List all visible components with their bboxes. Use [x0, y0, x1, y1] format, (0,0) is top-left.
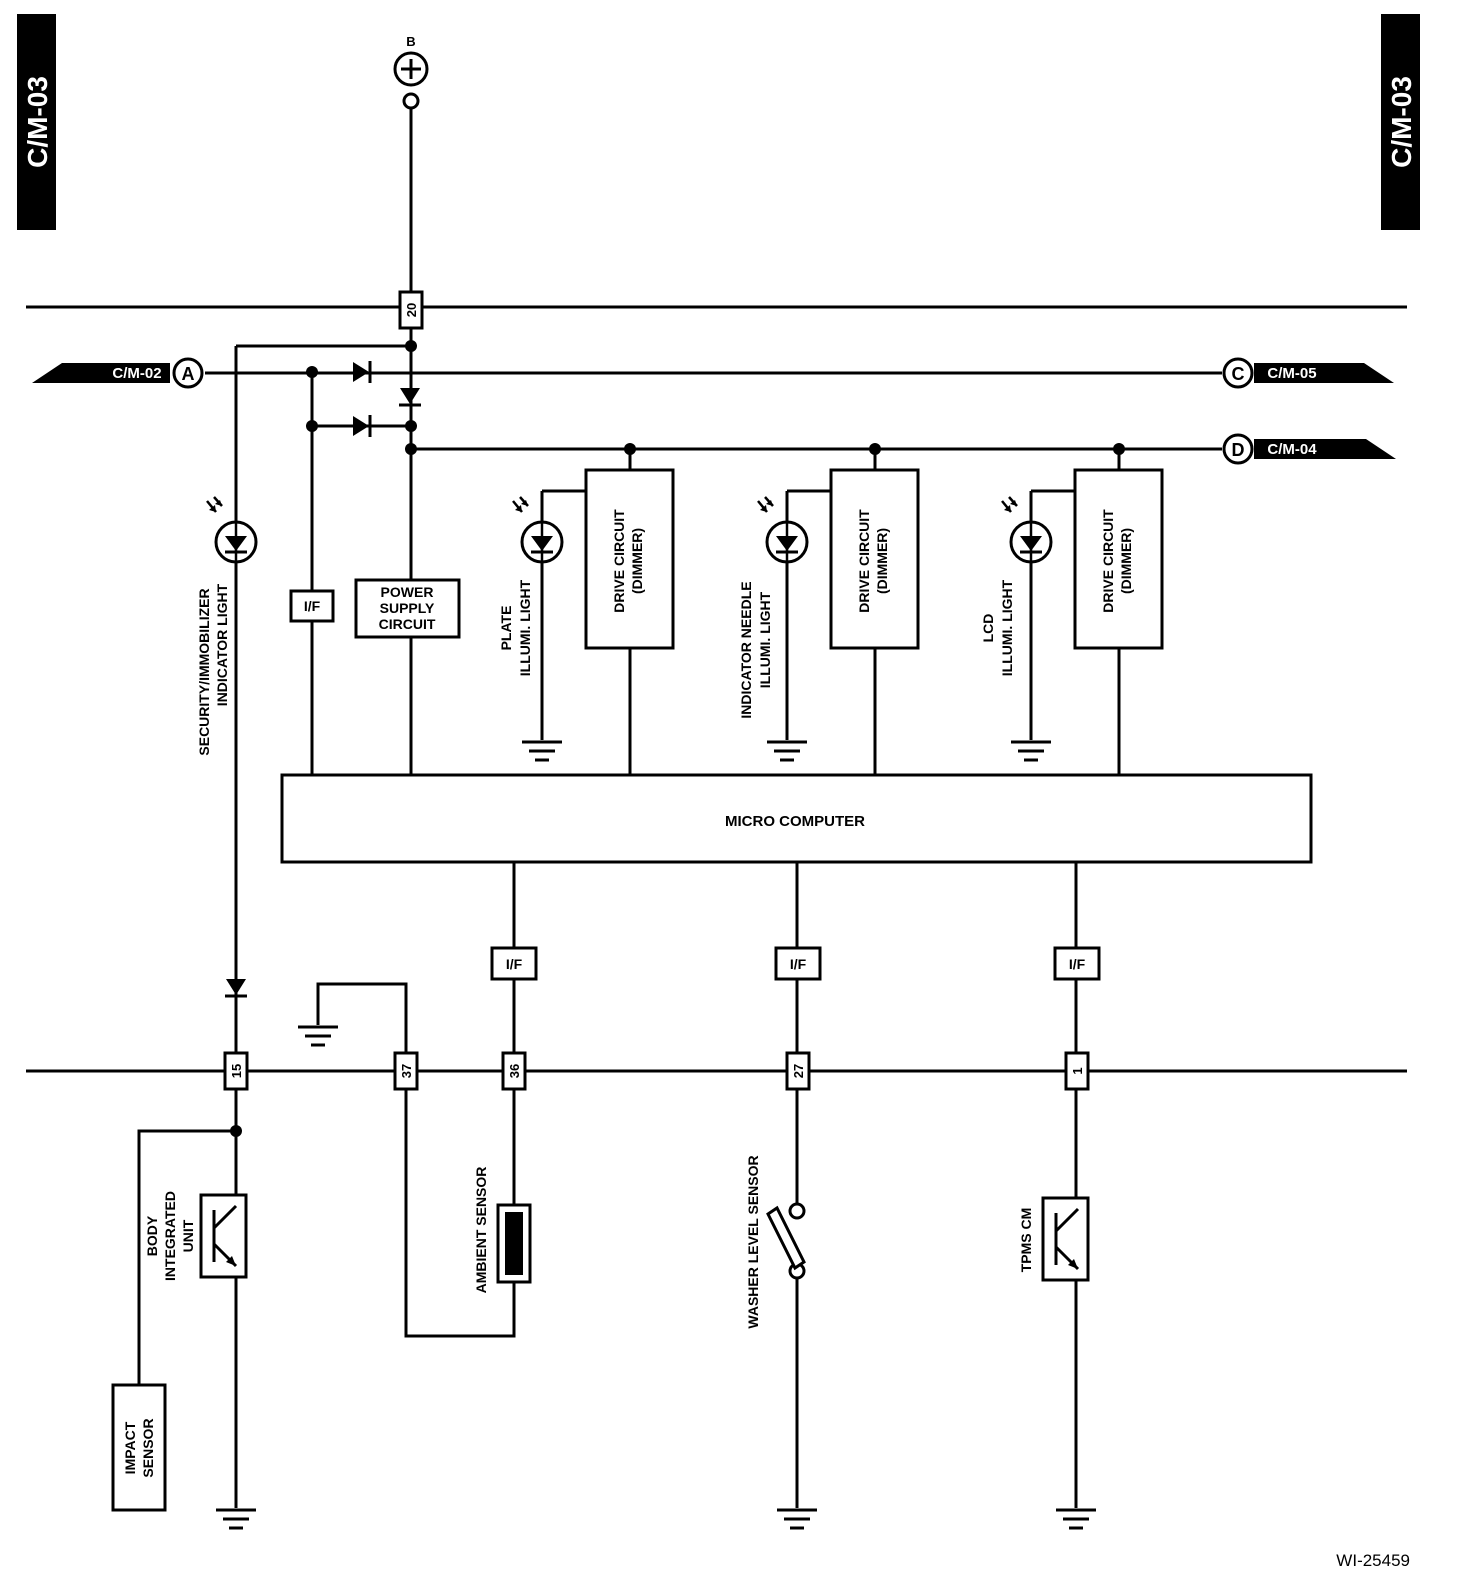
if-label: I/F	[506, 956, 523, 972]
tpms-cm-transistor	[1041, 1196, 1090, 1282]
drive-circuit-3-line2: (DIMMER)	[1118, 528, 1134, 594]
page-tag-left-text: C/M-03	[22, 76, 53, 168]
pin-15-label: 15	[229, 1064, 244, 1078]
pin-20-label: 20	[404, 303, 419, 317]
connector-c-tag	[1254, 363, 1394, 383]
drive-circuit-3	[1073, 468, 1164, 650]
ground-icon	[296, 1025, 340, 1047]
if-box	[1053, 946, 1101, 981]
ambient-sensor-label: AMBIENT SENSOR	[473, 1167, 489, 1294]
page-tag-right: C/M-03	[1381, 14, 1420, 230]
page-tag-left: C/M-03	[17, 14, 56, 230]
battery-label: B	[406, 34, 415, 49]
security-light-label-2: INDICATOR LIGHT	[214, 583, 230, 706]
if-box	[774, 946, 822, 981]
plate-illumination-group: DRIVE CIRCUIT (DIMMER) PLATE ILLUMI. LIG…	[498, 443, 675, 775]
if-label: I/F	[1069, 956, 1086, 972]
connector-a-tag	[32, 363, 170, 383]
washer-switch-icon	[766, 1205, 806, 1271]
pin-27-label: 27	[791, 1064, 806, 1078]
lcd-light-label-1: LCD	[980, 614, 996, 643]
connector-c-label: C	[1232, 364, 1245, 384]
needle-light-label-1: INDICATOR NEEDLE	[738, 581, 754, 718]
ground-icon	[1009, 740, 1053, 762]
impact-sensor	[111, 1383, 167, 1512]
connector-d-ref: C/M-04	[1267, 441, 1317, 458]
pin-20	[398, 290, 424, 330]
drive-circuit-1-line1: DRIVE CIRCUIT	[611, 509, 627, 613]
tpms-label: TPMS CM	[1018, 1208, 1034, 1273]
connector-d-tag	[1254, 439, 1396, 459]
connector-a-circle	[172, 357, 204, 389]
impact-sensor-label-1: IMPACT	[122, 1421, 138, 1474]
diode-icon	[397, 386, 423, 407]
page-tag-right-text: C/M-03	[1386, 76, 1417, 168]
body-unit-label-1: BODY	[144, 1215, 160, 1256]
diode-icon	[351, 359, 372, 385]
security-led-icon	[205, 495, 258, 564]
plate-light-label-1: PLATE	[498, 606, 514, 651]
drive-circuit-2-line1: DRIVE CIRCUIT	[856, 509, 872, 613]
lcd-light-label-2: ILLUMI. LIGHT	[999, 579, 1015, 676]
pin-36	[501, 1051, 527, 1091]
pin-36-label: 36	[507, 1064, 522, 1078]
pin-1-label: 1	[1070, 1067, 1085, 1074]
ground-icon	[765, 740, 809, 762]
figure-id: WI-25459	[1336, 1551, 1410, 1570]
if-label: I/F	[790, 956, 807, 972]
ground-icon	[214, 1508, 258, 1530]
needle-light-label-2: ILLUMI. LIGHT	[757, 591, 773, 688]
battery-terminal: B	[393, 34, 429, 110]
power-supply-circuit	[354, 578, 461, 639]
ground-icon	[1054, 1508, 1098, 1530]
ambient-branch: I/F	[490, 862, 538, 1205]
security-light-label-1: SECURITY/IMMOBILIZER	[196, 588, 212, 755]
connector-c-circle	[1222, 357, 1254, 389]
needle-led-icon	[756, 495, 809, 564]
connector-c-ref: C/M-05	[1267, 365, 1316, 382]
plate-led-icon	[511, 495, 564, 564]
micro-computer-label: MICRO COMPUTER	[725, 813, 865, 830]
connector-a-ref: C/M-02	[112, 365, 161, 382]
connector-a-label: A	[182, 364, 195, 384]
impact-sensor-label-2: SENSOR	[140, 1418, 156, 1477]
drive-circuit-2	[829, 468, 920, 650]
ground-icon	[520, 740, 564, 762]
micro-computer	[280, 773, 1313, 864]
drive-circuit-2-line2: (DIMMER)	[874, 528, 890, 594]
if-box	[490, 946, 538, 981]
body-unit-label-2: INTEGRATED	[162, 1191, 178, 1281]
needle-illumination-group: DRIVE CIRCUIT (DIMMER) INDICATOR NEEDLE …	[738, 443, 920, 775]
drive-circuit-3-line1: DRIVE CIRCUIT	[1100, 509, 1116, 613]
lcd-illumination-group: DRIVE CIRCUIT (DIMMER) LCD ILLUMI. LIGHT	[980, 443, 1164, 775]
diode-icon	[223, 977, 249, 998]
if-box	[289, 589, 335, 623]
drive-circuit-1-line2: (DIMMER)	[629, 528, 645, 594]
connector-d-circle	[1222, 433, 1254, 465]
body-unit-label-3: UNIT	[180, 1219, 196, 1252]
ground-icon	[775, 1508, 819, 1530]
plate-light-label-2: ILLUMI. LIGHT	[517, 579, 533, 676]
body-integrated-unit-transistor	[199, 1193, 248, 1279]
power-supply-line2: SUPPLY	[380, 600, 435, 616]
connector-d-label: D	[1232, 440, 1245, 460]
lcd-led-icon	[1000, 495, 1053, 564]
power-supply-line3: CIRCUIT	[379, 616, 436, 632]
pin-37-label: 37	[399, 1064, 414, 1078]
power-supply-line1: POWER	[381, 584, 434, 600]
washer-sensor-label: WASHER LEVEL SENSOR	[745, 1155, 761, 1328]
if-label: I/F	[304, 598, 321, 614]
diode-icon	[351, 413, 372, 439]
